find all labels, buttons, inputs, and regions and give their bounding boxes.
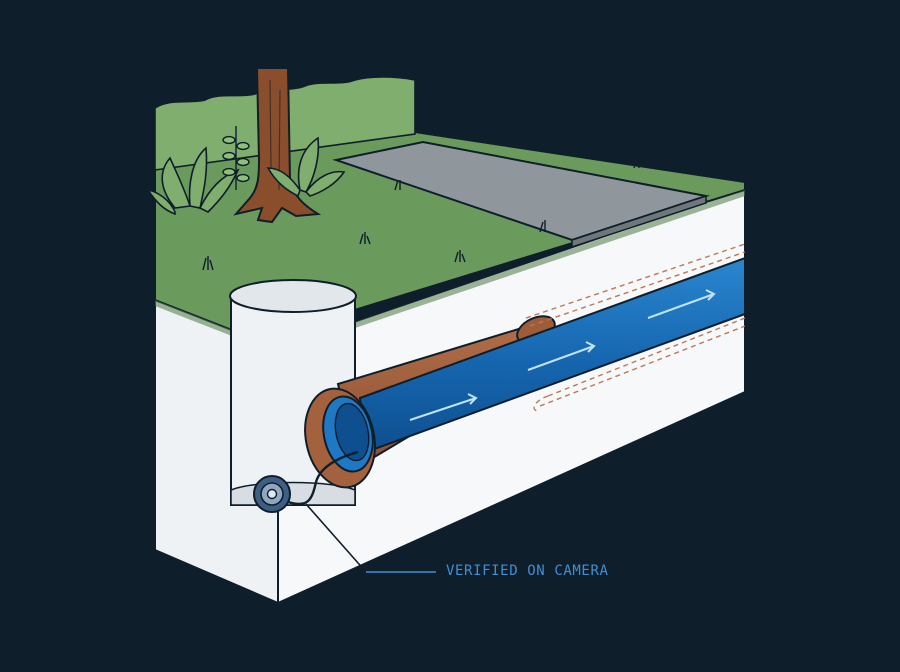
camera-cable [287, 450, 359, 506]
garden-plants [146, 136, 346, 216]
fern [222, 126, 250, 190]
sidewalk-edge [571, 194, 707, 249]
old-pipe-outline [525, 243, 746, 413]
manhole-opening [229, 279, 357, 313]
grass-tufts [202, 156, 640, 271]
callout-label: VERIFIED ON CAMERA [446, 563, 609, 579]
inspection-camera-icon [253, 475, 291, 513]
flow-arrow-icon [409, 289, 716, 421]
